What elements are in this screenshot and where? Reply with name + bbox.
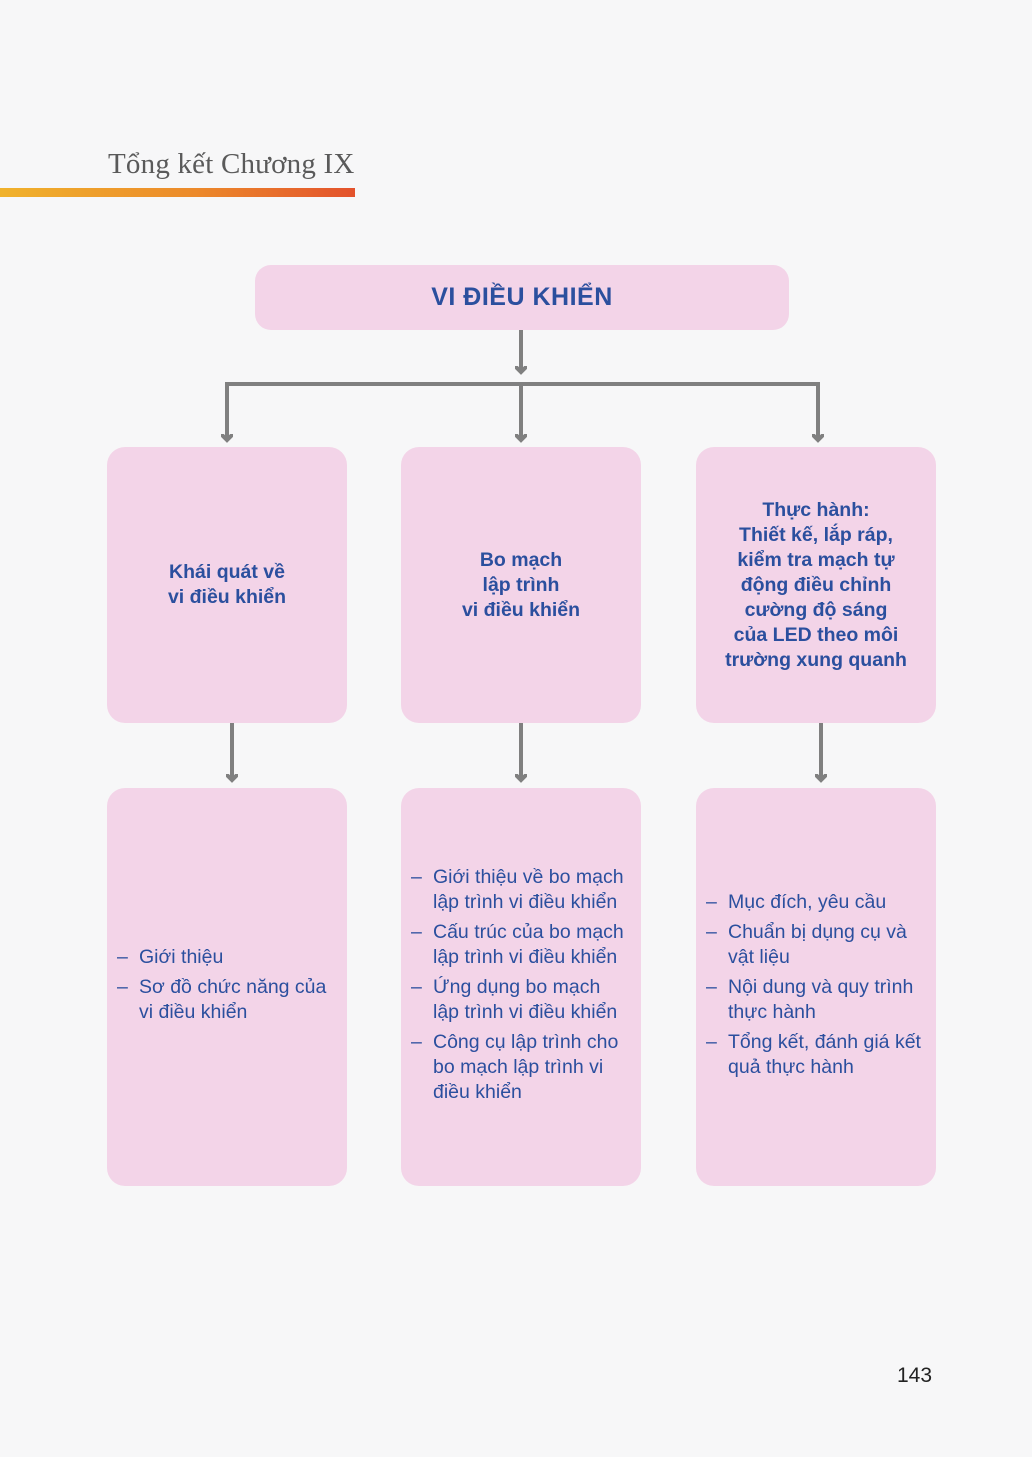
branch-node-label: Khái quát về vi điều khiển [167,561,287,608]
branch-node-practice: Thực hành: Thiết kế, lắp ráp, kiểm tra m… [696,447,936,723]
list-item: Sơ đồ chức năng của vi điều khiển [117,975,337,1025]
list-item: Giới thiệu [117,945,337,970]
branch-node-overview: Khái quát về vi điều khiển [107,447,347,723]
list-item: Giới thiệu về bo mạch lập trình vi điều … [411,865,631,915]
page-number: 143 [897,1364,933,1387]
details-list: Mục đích, yêu cầu Chuẩn bị dụng cụ và vậ… [696,890,936,1085]
list-item: Mục đích, yêu cầu [706,890,926,915]
branch-node-label: Thực hành: Thiết kế, lắp ráp, kiểm tra m… [725,498,907,671]
details-list: Giới thiệu Sơ đồ chức năng của vi điều k… [107,945,347,1030]
root-node: VI ĐIỀU KHIỂN [255,265,789,330]
details-node-overview: Giới thiệu Sơ đồ chức năng của vi điều k… [107,788,347,1186]
branch-node-label: Bo mạch lập trình vi điều khiển [461,548,581,621]
list-item: Ứng dụng bo mạch lập trình vi điều khiển [411,975,631,1025]
details-node-board: Giới thiệu về bo mạch lập trình vi điều … [401,788,641,1186]
details-list: Giới thiệu về bo mạch lập trình vi điều … [401,865,641,1110]
list-item: Chuẩn bị dụng cụ và vật liệu [706,920,926,970]
list-item: Tổng kết, đánh giá kết quả thực hành [706,1030,926,1080]
title-underline-bar [0,188,355,197]
details-node-practice: Mục đích, yêu cầu Chuẩn bị dụng cụ và vậ… [696,788,936,1186]
chapter-title: Tổng kết Chương IX [108,148,355,180]
list-item: Công cụ lập trình cho bo mạch lập trình … [411,1030,631,1105]
branch-node-board: Bo mạch lập trình vi điều khiển [401,447,641,723]
root-node-label: VI ĐIỀU KHIỂN [431,283,613,311]
list-item: Nội dung và quy trình thực hành [706,975,926,1025]
list-item: Cấu trúc của bo mạch lập trình vi điều k… [411,920,631,970]
